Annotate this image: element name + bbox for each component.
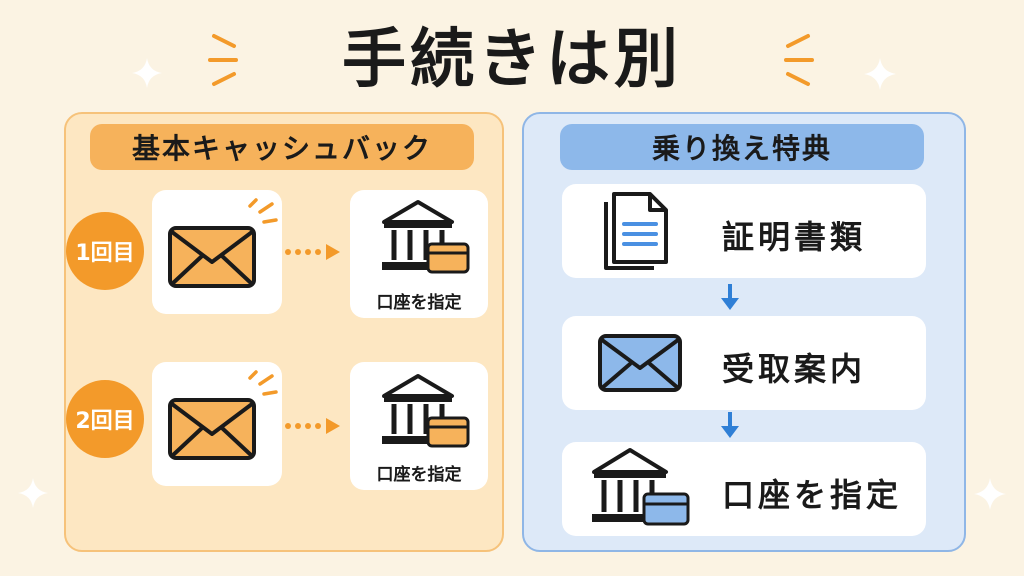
bank-icon [382, 200, 470, 274]
spark-lines-icon [248, 198, 278, 224]
basic-cashback-header: 基本キャッシュバック [90, 124, 474, 170]
arrow-down-icon [721, 284, 739, 310]
sparkle-icon-bottom-left [18, 478, 48, 508]
document-icon [604, 192, 668, 270]
bank-label-2: 口座を指定 [376, 465, 462, 485]
envelope-icon [168, 398, 256, 460]
envelope-icon [168, 226, 256, 288]
dotted-arrow-icon [285, 244, 340, 260]
emphasis-lines-icon-left [208, 34, 238, 86]
sparkle-icon-top-right [864, 58, 896, 90]
sparkle-icon-top-left [132, 58, 162, 88]
switch-bonus-header: 乗り換え特典 [560, 124, 924, 170]
round-badge-2: 2回目 [66, 380, 144, 458]
arrow-down-icon [721, 412, 739, 438]
envelope-icon [598, 334, 682, 392]
bank-label-1: 口座を指定 [376, 293, 462, 313]
emphasis-lines-icon-right [784, 34, 814, 86]
page-title: 手続きは別 [342, 23, 682, 97]
step-label-account: 口座を指定 [722, 476, 903, 514]
step-label-notice: 受取案内 [722, 350, 867, 388]
bank-icon [382, 374, 470, 448]
spark-lines-icon [248, 370, 278, 396]
sparkle-icon-bottom-right [974, 478, 1006, 510]
round-badge-1: 1回目 [66, 212, 144, 290]
bank-card-icon [592, 448, 690, 526]
step-label-documents: 証明書類 [722, 218, 867, 256]
dotted-arrow-icon [285, 418, 340, 434]
